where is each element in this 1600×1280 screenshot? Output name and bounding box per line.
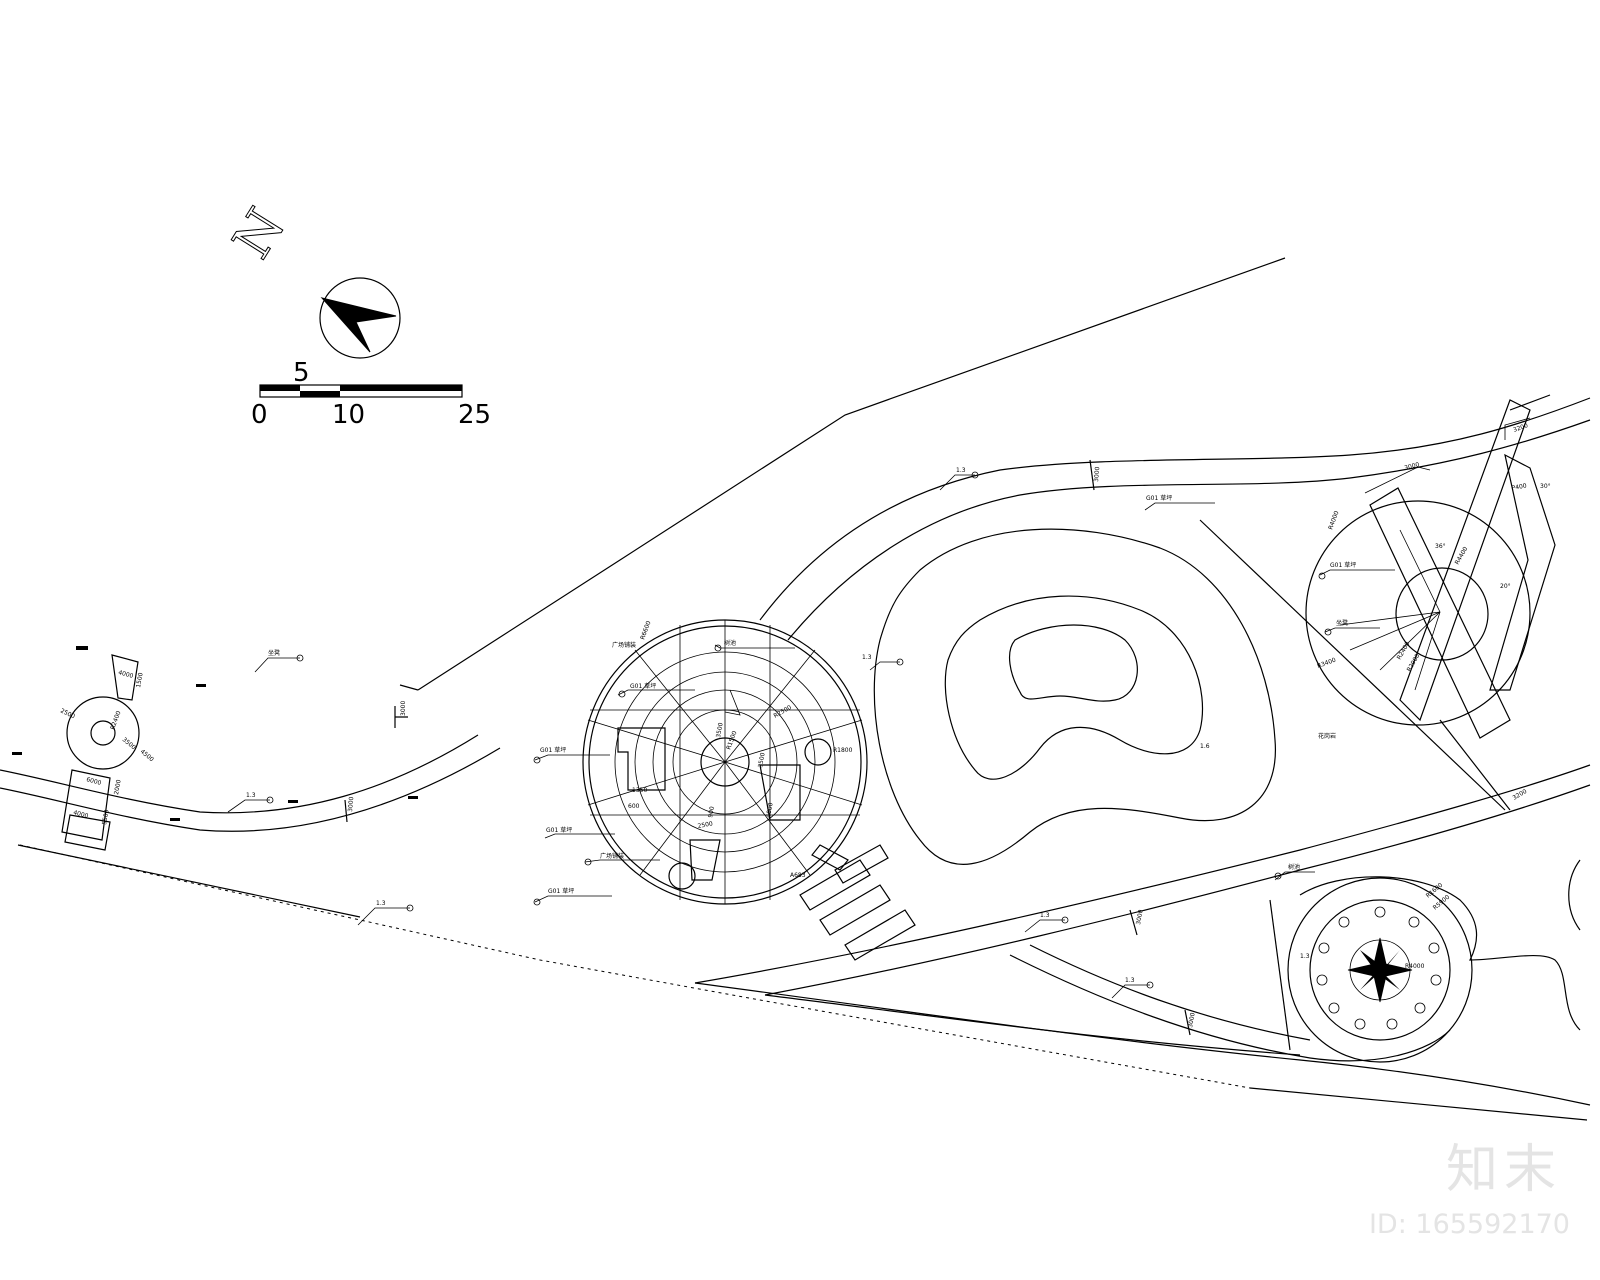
sundial-plaza [1199, 399, 1556, 811]
compass-plaza [1269, 859, 1581, 1063]
callout-6: 树池 [724, 639, 736, 647]
scale-label-0: 0 [251, 400, 268, 430]
left-plaza [61, 654, 140, 851]
callout-17: 1.3 [1040, 912, 1050, 919]
dim-pav-5: 3500 [757, 752, 767, 768]
callout-15: 花岗岩 [1318, 732, 1336, 740]
callout-4: 1.3 [956, 467, 966, 474]
scale-label-25: 25 [458, 400, 491, 430]
north-arrow-letter: N [222, 199, 297, 269]
callout-8: G01 草坪 [540, 746, 566, 754]
callout-21: 1.3 [1300, 953, 1310, 960]
dim-pav-9: 4000 [765, 802, 775, 818]
dim-leftpath-2: 3000 [400, 701, 407, 716]
watermark-brand: 知末 [1445, 1140, 1562, 1200]
callout-1: 坐凳 [268, 649, 280, 657]
south-paths [694, 764, 1591, 1106]
dim-northpath-1: 3000 [1093, 466, 1101, 482]
plant-markers [12, 646, 418, 821]
dim-left-10: 5500 [101, 809, 111, 825]
dim-left-1: 4000 [117, 669, 134, 680]
round-pavilion [582, 619, 916, 961]
dim-left-4: 2500 [59, 707, 76, 720]
dim-southpath-2: 3000 [1187, 1012, 1197, 1028]
dim-pav-10: 2500 [697, 820, 713, 830]
dim-left-2: 1500 [135, 672, 145, 688]
callout-2: 1.3 [246, 792, 256, 799]
site-boundary [17, 257, 1588, 1121]
dim-left-8: 2000 [113, 779, 123, 795]
dim-sun-8: R2900 [1406, 653, 1422, 673]
callout-16: 坐凳 [1336, 619, 1348, 627]
dim-sun-6: R2400 [1396, 641, 1412, 661]
dim-sun-9: 36° [1435, 543, 1446, 550]
dim-pav-7: 900 [707, 806, 716, 819]
scale-label-10: 10 [332, 400, 365, 430]
dim-pav-1: R6600 [639, 620, 652, 641]
callout-10: G01 草坪 [548, 887, 574, 895]
north-arrow-needle-icon [320, 297, 397, 353]
north-path [759, 397, 1591, 641]
dim-southpath-1: 3000 [1135, 909, 1145, 925]
dim-pav-11: A683 [790, 872, 806, 879]
dim-sun-11: 20° [1500, 583, 1511, 590]
callout-12: 广场铺装 [600, 852, 624, 860]
callout-13: 广场铺装 [612, 641, 636, 649]
dim-pav-4: 3500 [715, 722, 725, 738]
dim-sun-2: 3200 [1512, 422, 1529, 434]
callout-9: G01 草坪 [546, 826, 572, 834]
callout-3: 1.3 [376, 900, 386, 907]
callout-5: 1.3 [862, 654, 872, 661]
callouts: 坐凳 1.3 1.3 1.3 1.3 树池 G01 草坪 G01 草坪 G01 … [227, 467, 1395, 999]
north-arrow-circle [319, 277, 401, 359]
callout-7: G01 草坪 [630, 682, 656, 690]
winding-path-west [0, 706, 501, 832]
dim-pav-6: 1350 [632, 787, 647, 794]
dimension-labels: 4000 1500 R2400 2500 3500 4500 6000 2000… [59, 422, 1550, 1028]
north-arrow: N [222, 198, 401, 359]
dim-left-9: 4000 [72, 809, 89, 820]
dim-pav-8: 600 [628, 803, 640, 810]
dim-compass-3: R4000 [1405, 963, 1425, 970]
dim-left-6: 4500 [139, 748, 155, 763]
dim-sun-3: P400 [1511, 482, 1527, 492]
scale-bar: 5 0 10 25 [251, 358, 491, 430]
callout-19: 1.6 [1200, 743, 1210, 750]
dim-pav-12: R1800 [833, 747, 853, 754]
central-lawn-contours [873, 528, 1276, 865]
callout-18: 1.3 [1125, 977, 1135, 984]
watermark-id: ID: 165592170 [1368, 1209, 1570, 1240]
callout-20: 树池 [1288, 863, 1300, 871]
callout-14: G01 草坪 [1330, 561, 1356, 569]
dim-sun-5: R3400 [1316, 657, 1337, 670]
dim-left-3: R2400 [109, 710, 122, 731]
dim-leftpath-1: 3000 [347, 796, 355, 812]
scale-label-5: 5 [293, 358, 310, 388]
dim-sun-4: R4000 [1327, 510, 1340, 531]
dim-pav-3: R2500 [773, 704, 793, 720]
dim-left-7: 6000 [85, 776, 102, 787]
callout-11: G01 草坪 [1146, 494, 1172, 502]
dim-sun-1: 3000 [1404, 461, 1421, 472]
dim-sun-10: 30° [1540, 483, 1551, 490]
